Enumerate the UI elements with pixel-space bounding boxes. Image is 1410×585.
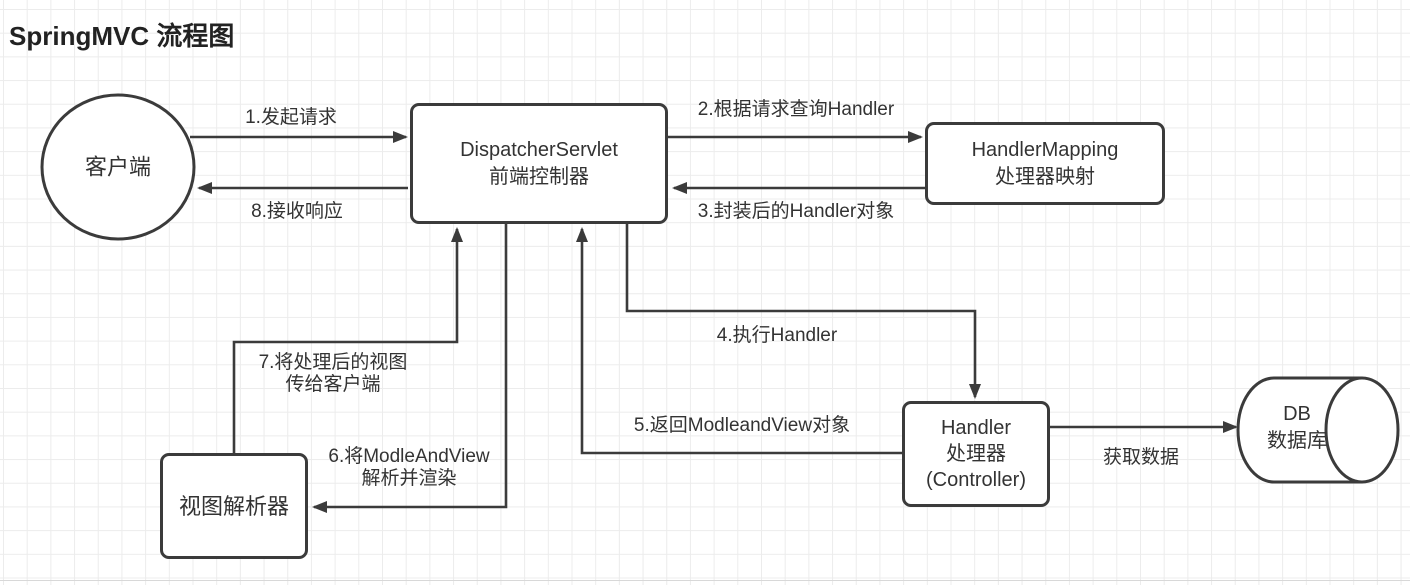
client-node-label: 客户端 bbox=[84, 154, 152, 180]
page-boundary-line bbox=[0, 580, 1410, 581]
db-desc: 数据库 bbox=[1267, 430, 1327, 452]
edge-5-label: 5.返回ModleandView对象 bbox=[633, 415, 851, 436]
edge-7-view-to-client-arrow bbox=[232, 227, 463, 453]
edge-3-label: 3.封装后的Handler对象 bbox=[697, 201, 895, 222]
dispatcher-servlet-name: DispatcherServlet bbox=[460, 138, 618, 161]
edge-9-label: 获取数据 bbox=[1102, 447, 1180, 468]
edge-4-execute-handler-arrow bbox=[625, 224, 981, 399]
edge-6-label: 6.将ModleAndView 解析并渲染 bbox=[328, 446, 489, 490]
edge-6-resolve-render-arrow bbox=[312, 224, 508, 513]
db-cylinder bbox=[1236, 376, 1400, 484]
edge-6-label-line2: 解析并渲染 bbox=[361, 468, 457, 489]
view-resolver-label: 视图解析器 bbox=[178, 493, 289, 519]
edge-5-return-modelandview-arrow bbox=[576, 227, 902, 455]
node-handler-mapping: HandlerMapping 处理器映射 bbox=[925, 122, 1165, 205]
node-handler-controller: Handler 处理器 (Controller) bbox=[902, 401, 1050, 507]
handler-name: Handler bbox=[940, 417, 1012, 439]
edge-7-label: 7.将处理后的视图 传给客户端 bbox=[259, 352, 408, 396]
node-view-resolver: 视图解析器 bbox=[160, 453, 308, 559]
dispatcher-servlet-desc: 前端控制器 bbox=[489, 165, 589, 188]
edge-4-label: 4.执行Handler bbox=[716, 325, 838, 346]
handler-desc: 处理器 bbox=[946, 443, 1006, 465]
edge-8-label: 8.接收响应 bbox=[251, 201, 343, 222]
db-node-label: DB 数据库 bbox=[1267, 401, 1327, 455]
edge-7-label-line2: 传给客户端 bbox=[285, 374, 381, 395]
node-dispatcher-servlet: DispatcherServlet 前端控制器 bbox=[410, 103, 668, 224]
handler-desc2: (Controller) bbox=[925, 469, 1027, 491]
edge-7-label-line1: 7.将处理后的视图 bbox=[258, 352, 408, 373]
db-name: DB bbox=[1283, 403, 1311, 425]
handler-mapping-desc: 处理器映射 bbox=[995, 165, 1095, 188]
edge-2-label: 2.根据请求查询Handler bbox=[697, 99, 895, 120]
edge-1-label: 1.发起请求 bbox=[245, 107, 337, 128]
edge-6-label-line1: 6.将ModleAndView bbox=[328, 446, 490, 467]
page-title: SpringMVC 流程图 bbox=[9, 21, 235, 51]
handler-mapping-name: HandlerMapping bbox=[971, 138, 1119, 161]
client-circle bbox=[40, 93, 196, 241]
